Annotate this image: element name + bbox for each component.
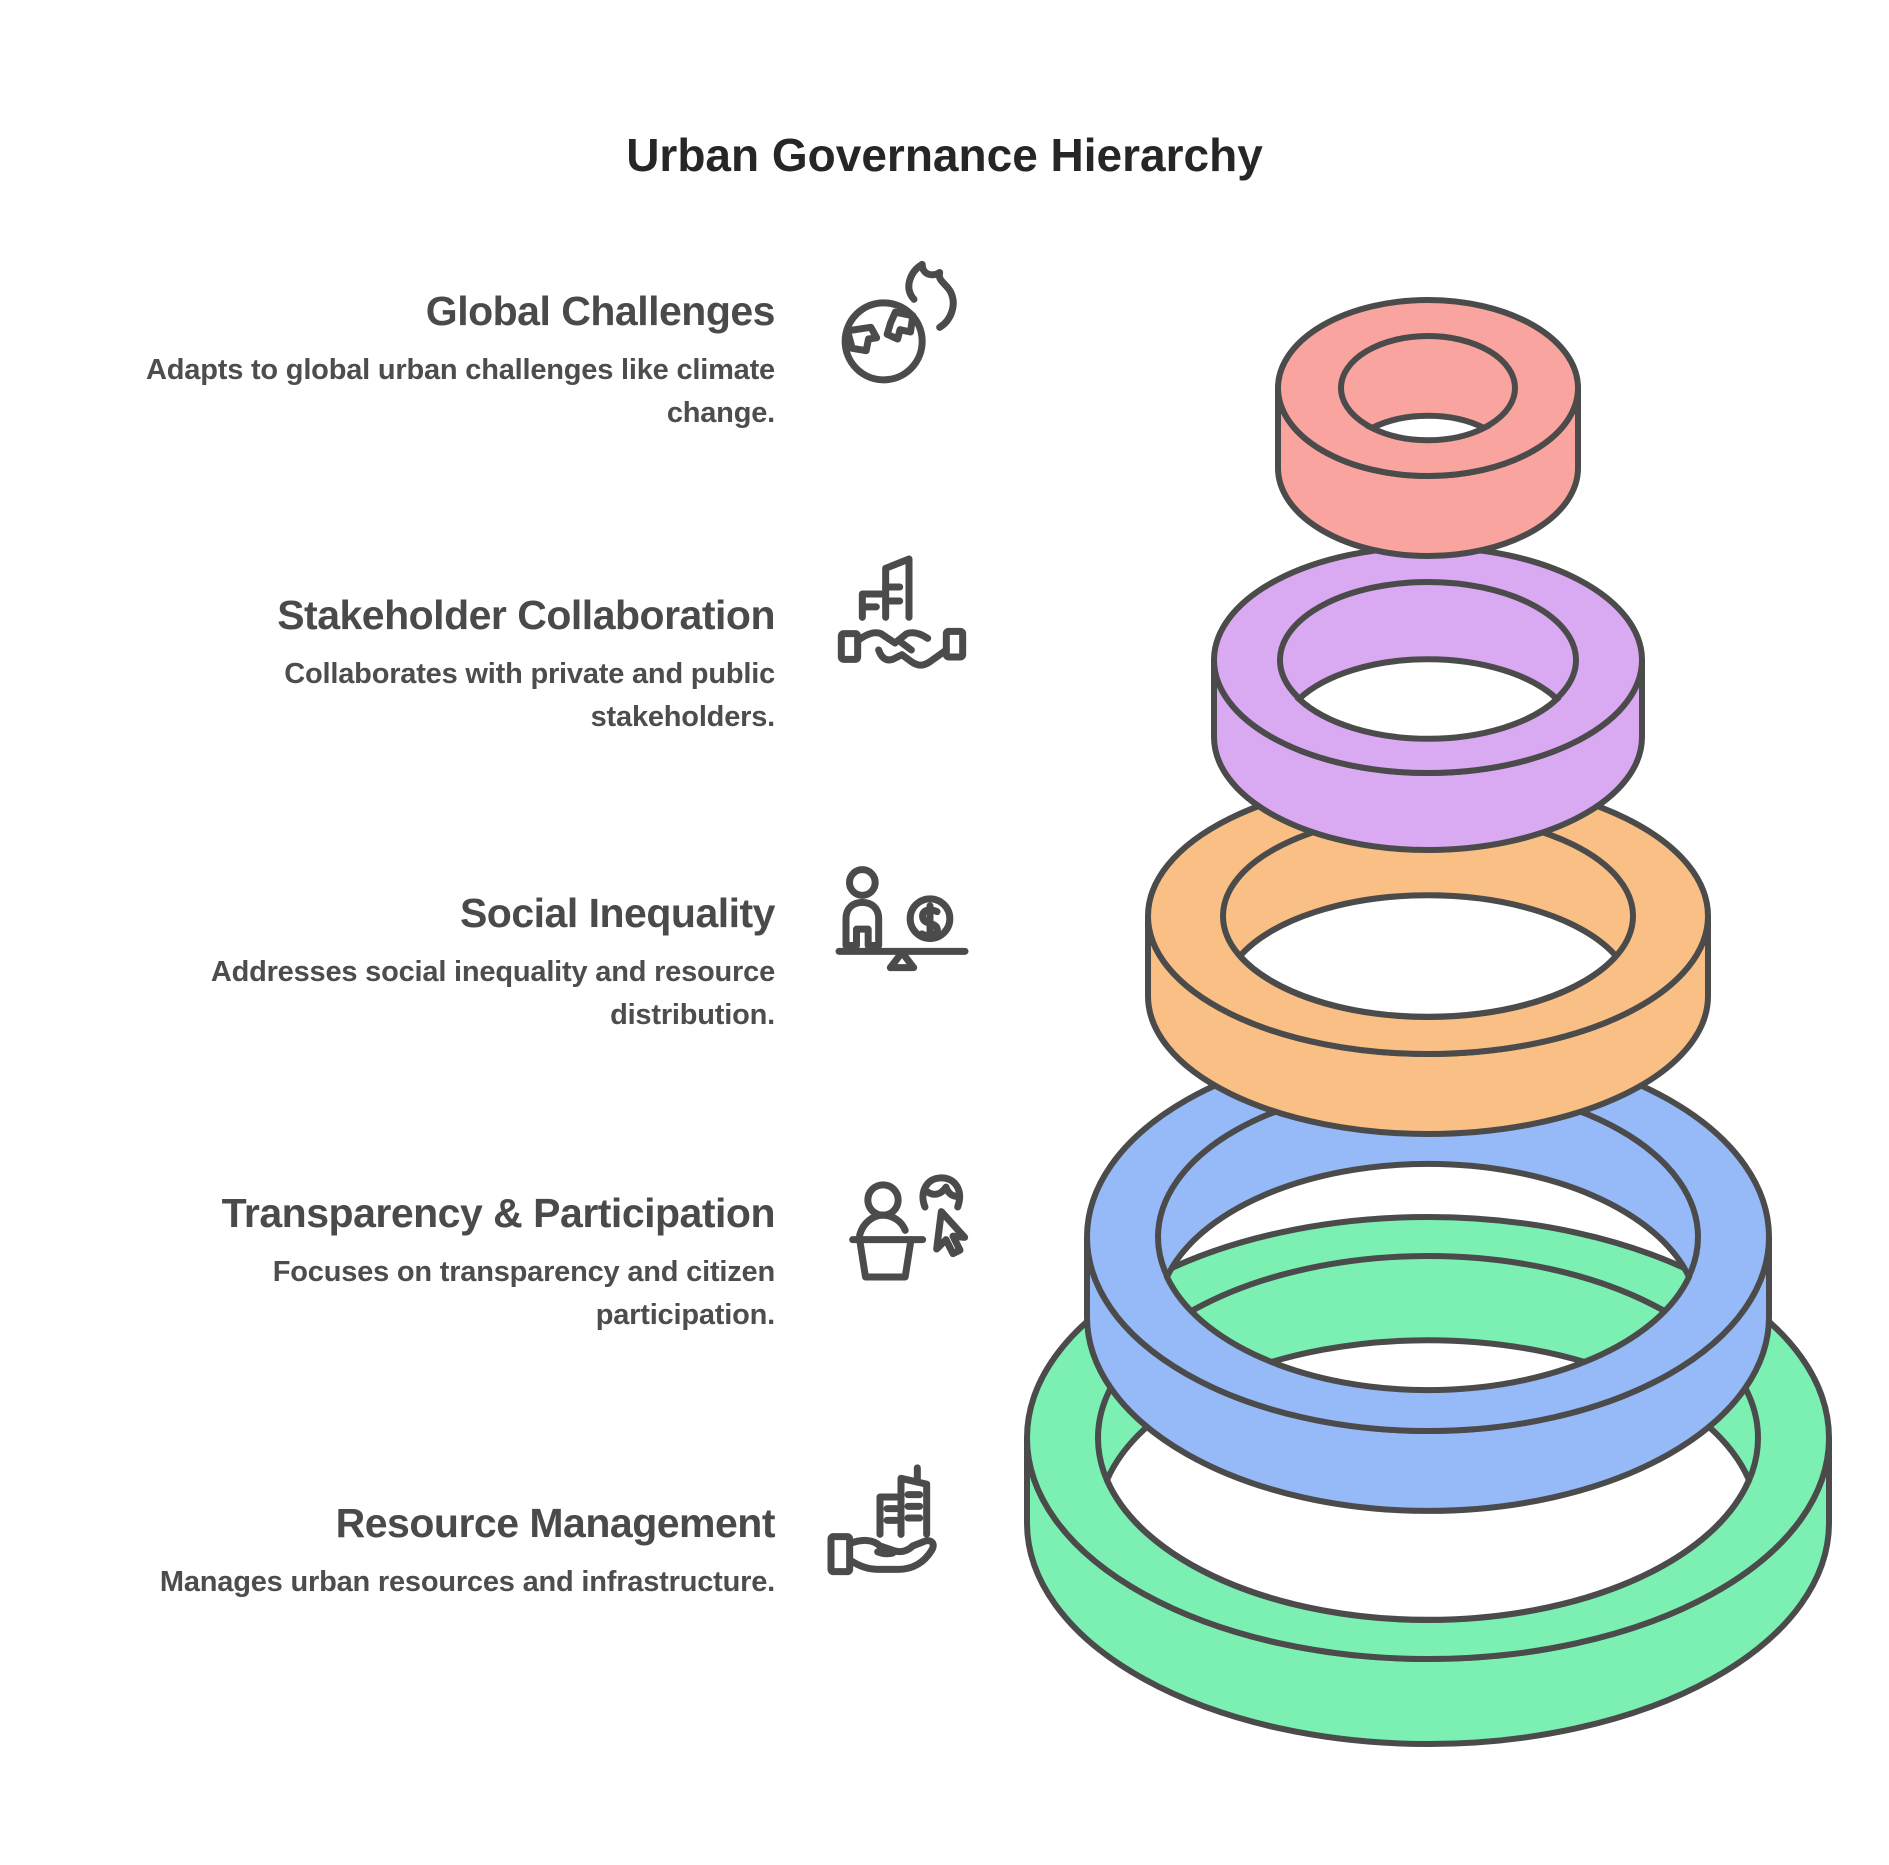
level-heading: Global Challenges [425, 288, 776, 334]
level-row-global-challenges: Global Challenges Adapts to global urban… [75, 288, 775, 435]
ring-hole-edge [1365, 412, 1491, 444]
ring-global-challenges [1275, 297, 1581, 559]
ring-hole-edge [1235, 892, 1621, 1020]
level-heading: Social Inequality [459, 890, 776, 936]
level-description: Adapts to global urban challenges like c… [146, 354, 775, 429]
level-heading: Stakeholder Collaboration [277, 592, 775, 638]
person-money-balance-icon [835, 866, 969, 972]
level-row-stakeholder-collaboration: Stakeholder Collaboration Collaborates w… [75, 592, 775, 739]
globe-fire-icon [841, 260, 957, 384]
level-row-resource-management: Resource Management Manages urban resour… [75, 1500, 776, 1604]
level-heading: Resource Management [335, 1500, 776, 1546]
level-row-social-inequality: Social Inequality Addresses social inequ… [75, 890, 776, 1037]
podium-voter-cursor-icon [849, 1174, 969, 1281]
level-description: Addresses social inequality and resource… [210, 956, 775, 1031]
ring-social-inequality [1145, 775, 1711, 1137]
level-description: Focuses on transparency and citizen part… [272, 1256, 775, 1331]
ring-stakeholder-collaboration [1211, 544, 1645, 853]
level-heading: Transparency & Participation [221, 1190, 776, 1236]
level-description: Collaborates with private and public sta… [284, 658, 775, 733]
level-row-transparency-participation: Transparency & Participation Focuses on … [75, 1190, 776, 1337]
ring-hole-edge [1294, 656, 1562, 742]
level-description: Manages urban resources and infrastructu… [159, 1566, 775, 1598]
hand-city-icon [827, 1464, 937, 1576]
page-title: Urban Governance Hierarchy [626, 129, 1263, 181]
ring-hole-edge [1163, 1160, 1693, 1394]
buildings-handshake-icon [837, 555, 967, 669]
ring-transparency-participation [1084, 1040, 1772, 1514]
